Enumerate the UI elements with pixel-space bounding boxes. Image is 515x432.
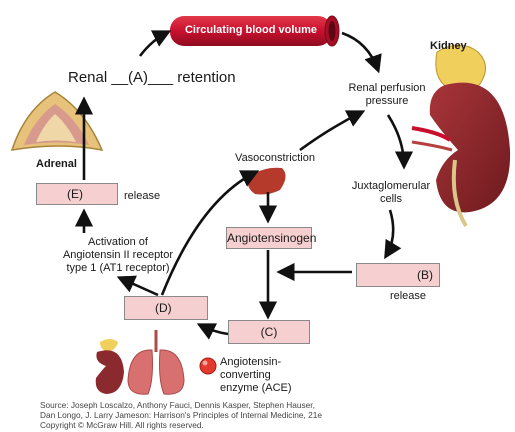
kidney-icon: [411, 44, 511, 228]
juxtaglomerular-label: Juxtaglomerular cells: [351, 180, 431, 205]
lungs-icon: [127, 330, 185, 395]
release-b-label: release: [389, 290, 427, 302]
vessel-label: Circulating blood volume: [184, 24, 317, 36]
blank-a: __(A)___: [111, 69, 174, 86]
box-angiotensinogen[interactable]: Angiotensinogen: [226, 227, 316, 249]
adrenal-gland-icon: [10, 91, 104, 151]
arrow-c-to-d: [196, 323, 229, 340]
arrow-vessel-to-perfusion: [341, 31, 382, 74]
renal-retention-label: Renal __(A)___ retention: [68, 69, 236, 87]
arrow-renal-to-vessel: [138, 30, 172, 57]
kidney-label: Kidney: [430, 40, 467, 52]
source-citation: Source: Joseph Loscalzo, Anthony Fauci, …: [40, 400, 500, 430]
arrow-jg-to-b: [384, 209, 402, 260]
box-b[interactable]: (B): [356, 263, 440, 287]
box-c[interactable]: (C): [228, 320, 310, 344]
liver-icon: [247, 167, 286, 195]
source-line-3: Copyright © McGraw Hill. All rights rese…: [40, 420, 204, 430]
release-e-label: release: [124, 190, 161, 202]
vasoconstriction-label: Vasoconstriction: [235, 152, 315, 164]
arrow-perfusion-to-jg: [386, 114, 414, 170]
ace-enzyme-icon: [199, 357, 217, 375]
box-e[interactable]: (E): [36, 183, 118, 205]
small-kidney-icon: [95, 339, 124, 394]
renal-prefix: Renal: [68, 69, 112, 86]
renal-perfusion-label: Renal perfusion pressure: [348, 82, 426, 107]
ace-label: Angiotensin-converting enzyme (ACE): [220, 356, 292, 394]
arrow-vasoconstriction-to-perfusion: [299, 110, 366, 152]
source-line-1: Source: Joseph Loscalzo, Anthony Fauci, …: [40, 400, 315, 410]
arrow-d-to-vasoconstriction: [160, 170, 260, 296]
cycle-arrows: [74, 30, 414, 340]
at1-activation-label: Activation of Angiotensin II receptor ty…: [62, 236, 174, 274]
blood-vessel-icon: [170, 15, 340, 47]
source-line-2: Dan Longo, J. Larry Jameson: Harrison's …: [40, 410, 322, 420]
arrow-d-to-at1: [116, 275, 159, 297]
box-d[interactable]: (D): [124, 296, 208, 320]
renal-suffix: retention: [173, 69, 236, 86]
adrenal-label: Adrenal: [36, 158, 77, 170]
